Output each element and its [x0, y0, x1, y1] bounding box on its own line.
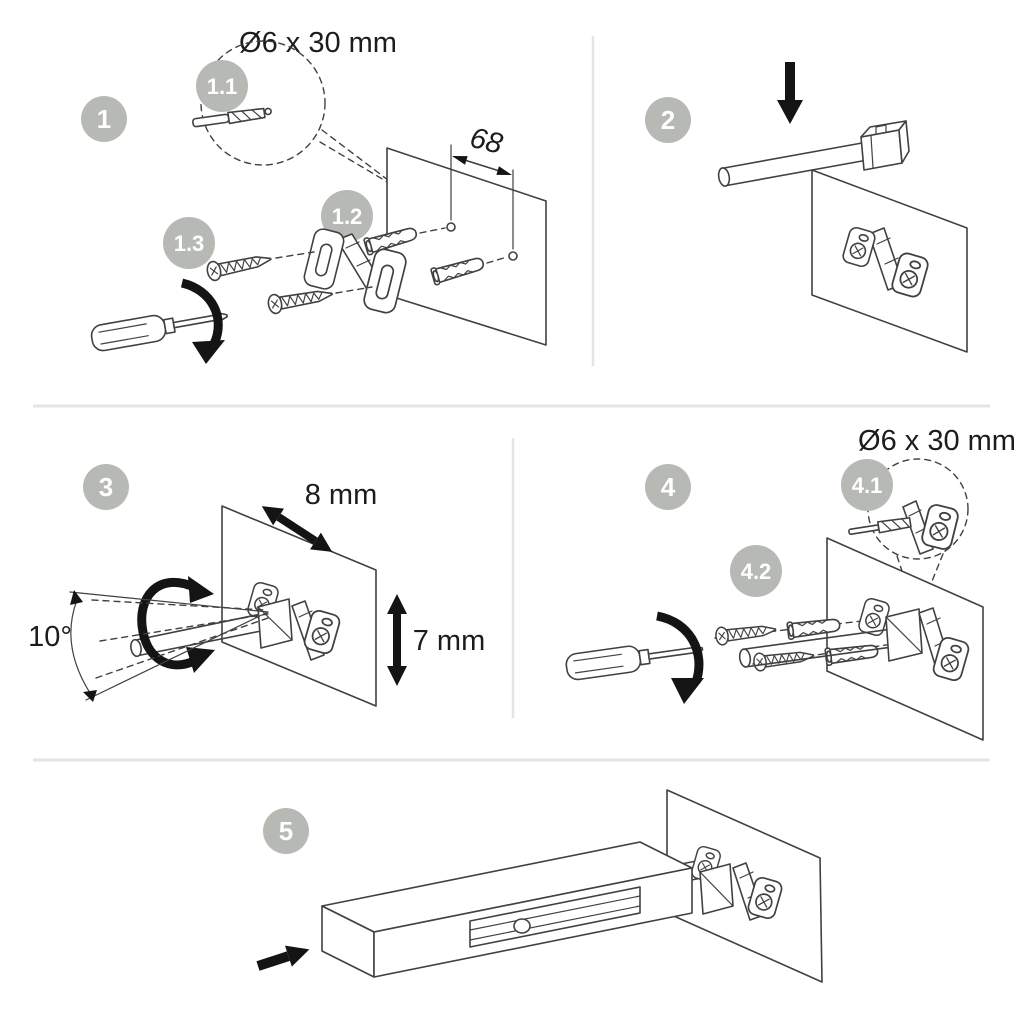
- drill-through-bracket-detail: [848, 500, 961, 555]
- leader-line: [486, 256, 508, 264]
- leader-line: [321, 129, 447, 225]
- bracket-ear: [361, 246, 409, 316]
- rotate-arrow-icon: [137, 576, 215, 673]
- badge-number: 1.2: [332, 204, 363, 229]
- screwdriver: [564, 635, 705, 682]
- wall-panel: [386, 147, 547, 346]
- mounted-bracket: [689, 844, 785, 921]
- badge-number: 2: [661, 105, 675, 135]
- badge-number: 4.2: [741, 559, 772, 584]
- mounting-bracket: [301, 226, 409, 316]
- badge-circle: [321, 190, 373, 242]
- drop-label: 7 mm: [413, 625, 486, 657]
- step-4-1-badge: 4.1: [841, 459, 893, 511]
- mounted-bracket: [738, 596, 972, 683]
- shelf-board: [321, 841, 693, 978]
- leader-line: [419, 227, 446, 234]
- leader-line: [275, 251, 315, 259]
- badge-number: 1.3: [174, 231, 205, 256]
- leader-line: [896, 555, 910, 593]
- drill-bit-icon: [848, 517, 912, 535]
- badge-number: 3: [99, 472, 113, 502]
- step-2-badge: 2: [645, 97, 691, 143]
- board-slot: [469, 886, 641, 948]
- badge-circle: [645, 97, 691, 143]
- drill-size-label: Ø6 x 30 mm: [239, 27, 397, 59]
- rod-hook: [860, 120, 910, 171]
- leader-line: [335, 286, 373, 294]
- step-2-panel: 2: [645, 62, 968, 353]
- hole-spacing-label: 68: [467, 122, 506, 161]
- mounted-bracket: [245, 580, 343, 661]
- step-3-badge: 3: [83, 464, 129, 510]
- badge-circle: [81, 96, 127, 142]
- detail-zoom-circle: [200, 40, 326, 166]
- badge-circle: [163, 217, 215, 269]
- step-3-panel: 3: [28, 464, 486, 707]
- step-1-1-badge: 1.1: [196, 60, 248, 112]
- screw: [204, 248, 274, 283]
- step-1-badge: 1: [81, 96, 127, 142]
- screw: [714, 619, 778, 647]
- drill-hole: [508, 251, 518, 261]
- hole-spacing-dimension: 68: [450, 122, 514, 250]
- insert-arrow-icon: [256, 945, 310, 971]
- badge-circle: [841, 459, 893, 511]
- badge-circle: [196, 60, 248, 112]
- step-1-panel: 1 Ø6 x 30 mm 1.1: [81, 27, 547, 364]
- rod-hole: [513, 918, 531, 934]
- mounted-bracket: [840, 225, 931, 300]
- badge-circle: [83, 464, 129, 510]
- slide-arrow-icon: [261, 506, 333, 552]
- drill-size-label: Ø6 x 30 mm: [858, 425, 1016, 457]
- step-4-2-badge: 4.2: [730, 545, 782, 597]
- badge-number: 4: [661, 472, 676, 502]
- shelf-rod: [717, 120, 910, 187]
- badge-number: 1.1: [207, 74, 238, 99]
- badge-number: 4.1: [852, 473, 883, 498]
- angle-dimension: 10°: [28, 590, 269, 702]
- slide-label: 8 mm: [305, 479, 378, 511]
- step-5-panel: 5: [256, 789, 823, 983]
- badge-circle: [263, 808, 309, 854]
- rotate-arrow-icon: [655, 611, 704, 704]
- step-1-2-badge: 1.2: [321, 190, 373, 242]
- drill-bit-icon: [192, 107, 272, 128]
- rotate-arrow-icon: [180, 278, 225, 364]
- step-1-3-badge: 1.3: [163, 217, 215, 269]
- badge-circle: [645, 464, 691, 510]
- shelf-rod: [738, 628, 893, 668]
- down-arrow-icon: [777, 62, 803, 124]
- badge-circle: [730, 545, 782, 597]
- step-4-badge: 4: [645, 464, 691, 510]
- step-4-panel: 4 Ø6 x 30 mm 4.1 4.2: [564, 425, 1016, 741]
- badge-number: 1: [97, 104, 111, 134]
- angle-label: 10°: [28, 621, 72, 653]
- drop-arrow-icon: [387, 594, 407, 686]
- step-5-badge: 5: [263, 808, 309, 854]
- bracket-ear: [301, 226, 347, 292]
- drill-hole: [446, 222, 456, 232]
- badge-number: 5: [279, 816, 293, 846]
